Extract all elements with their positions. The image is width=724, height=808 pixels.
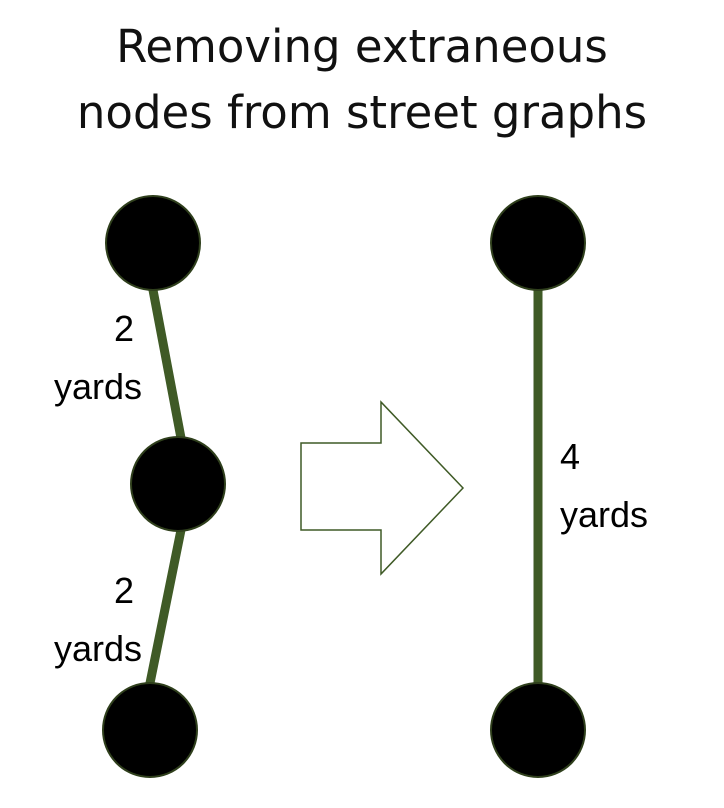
edge-length-unit: yards [53,366,142,407]
edge-length-number: 2 [113,308,134,349]
before-edge-bottom-label: 2 yards [22,562,142,678]
after-node-bottom [490,682,586,778]
before-edge-top [148,285,186,443]
right-arrow-icon [300,400,465,576]
after-node-top [490,195,586,291]
before-node-middle [130,436,226,532]
before-node-top [105,195,201,291]
after-graph [490,195,586,778]
edge-length-number: 4 [560,436,581,477]
edge-length-number: 2 [113,570,134,611]
before-node-bottom [102,682,198,778]
after-edge-label: 4 yards [560,428,680,544]
edge-length-unit: yards [53,628,142,669]
title-line-1: Removing extraneous [116,20,608,73]
diagram-title: Removing extraneous nodes from street gr… [0,14,724,146]
edge-length-unit: yards [560,494,649,535]
before-edge-bottom [144,525,186,693]
title-line-2: nodes from street graphs [76,86,648,139]
before-edge-top-label: 2 yards [22,300,142,416]
before-graph [102,195,226,778]
